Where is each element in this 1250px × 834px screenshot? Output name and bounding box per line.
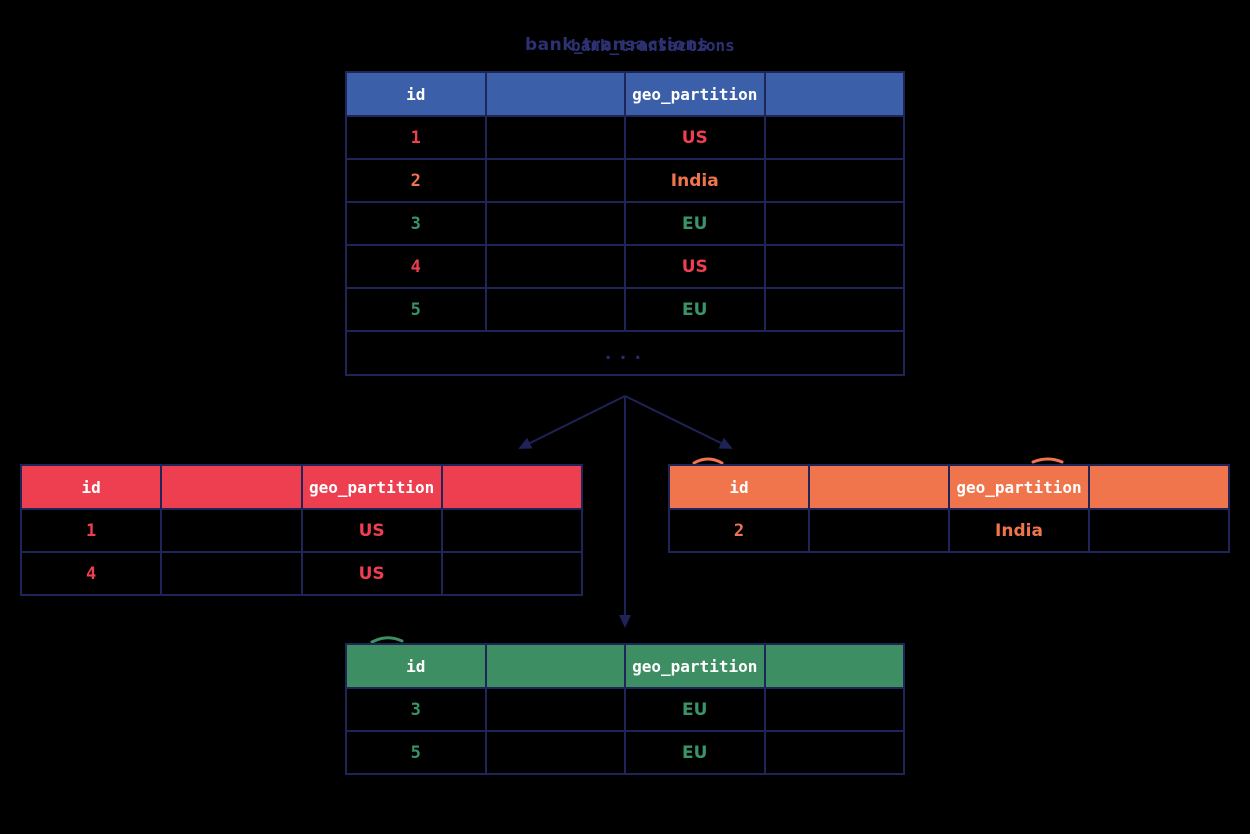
cell-empty	[484, 201, 626, 246]
cell-empty	[763, 244, 905, 289]
cell-geo-partition: US	[624, 115, 766, 160]
column-header-empty	[440, 464, 584, 510]
cell-empty	[763, 158, 905, 203]
cell-geo-partition: US	[300, 551, 443, 596]
green-arc-artifact-icon	[370, 636, 404, 644]
cell-id: 2	[668, 508, 810, 553]
cell-empty	[808, 508, 950, 553]
table-row: 1 US	[345, 115, 905, 160]
table-title-overlay-text: bank_transactions	[571, 36, 735, 55]
column-header-id: id	[19, 464, 163, 510]
column-header-empty	[160, 464, 303, 510]
cell-empty	[160, 508, 303, 553]
cell-empty	[763, 730, 905, 775]
table-row: 5 EU	[345, 730, 905, 775]
cell-id: 2	[345, 158, 487, 203]
cell-empty	[440, 551, 584, 596]
cell-empty	[484, 158, 626, 203]
cell-id: 1	[19, 508, 163, 553]
column-header-id: id	[345, 643, 487, 689]
column-header-geo-partition: geo_partition	[948, 464, 1090, 510]
table-row: 1 US	[19, 508, 584, 553]
cell-empty	[484, 730, 626, 775]
column-header-empty	[808, 464, 950, 510]
table-title-text: bank_transactions	[525, 35, 709, 55]
cell-id: 4	[345, 244, 487, 289]
cell-empty	[484, 115, 626, 160]
cell-empty	[763, 687, 905, 732]
cell-id: 5	[345, 730, 487, 775]
column-header-id: id	[345, 71, 487, 117]
arrow-to-india-partition	[624, 395, 733, 449]
column-header-empty	[1088, 464, 1230, 510]
india-partition-table: id geo_partition 2 India	[668, 464, 1230, 553]
diagram-title: bank_transactions bank_transactions	[0, 30, 1250, 62]
cell-geo-partition: US	[624, 244, 766, 289]
header-row: id geo_partition	[668, 464, 1230, 510]
cell-empty	[440, 508, 584, 553]
arrow-to-us-partition	[518, 395, 626, 449]
orange-arc-artifact-icon	[692, 457, 724, 465]
table-row: 4 US	[19, 551, 584, 596]
column-header-geo-partition: geo_partition	[624, 71, 766, 117]
cell-geo-partition: India	[948, 508, 1090, 553]
us-partition-table: id geo_partition 1 US 4 US	[19, 464, 584, 596]
main-table: id geo_partition 1 US 2 India 3	[345, 71, 905, 376]
cell-empty	[160, 551, 303, 596]
cell-id: 1	[345, 115, 487, 160]
orange-arc-artifact-icon	[1031, 457, 1064, 464]
table-row: 3 EU	[345, 687, 905, 732]
table-row: 2 India	[668, 508, 1230, 553]
eu-partition-table: id geo_partition 3 EU 5 EU	[345, 643, 905, 775]
cell-geo-partition: EU	[624, 287, 766, 332]
table-row: 3 EU	[345, 201, 905, 246]
cell-empty	[1088, 508, 1230, 553]
cell-empty	[763, 115, 905, 160]
header-row: id geo_partition	[345, 71, 905, 117]
column-header-geo-partition: geo_partition	[624, 643, 766, 689]
cell-empty	[763, 201, 905, 246]
cell-geo-partition: India	[624, 158, 766, 203]
table-row: 5 EU	[345, 287, 905, 332]
cell-id: 3	[345, 201, 487, 246]
column-header-empty	[763, 643, 905, 689]
column-header-empty	[763, 71, 905, 117]
table-row: 4 US	[345, 244, 905, 289]
cell-id: 4	[19, 551, 163, 596]
cell-geo-partition: EU	[624, 201, 766, 246]
cell-id: 3	[345, 687, 487, 732]
cell-geo-partition: EU	[624, 687, 766, 732]
cell-empty	[484, 287, 626, 332]
column-header-empty	[484, 643, 626, 689]
cell-geo-partition: EU	[624, 730, 766, 775]
cell-empty	[484, 244, 626, 289]
header-row: id geo_partition	[19, 464, 584, 510]
cell-empty	[484, 687, 626, 732]
table-row: 2 India	[345, 158, 905, 203]
column-header-id: id	[668, 464, 810, 510]
cell-geo-partition: US	[300, 508, 443, 553]
ellipsis-cell: ...	[345, 330, 905, 376]
column-header-empty	[484, 71, 626, 117]
column-header-geo-partition: geo_partition	[300, 464, 443, 510]
cell-empty	[763, 287, 905, 332]
cell-id: 5	[345, 287, 487, 332]
ellipsis-row: ...	[345, 330, 905, 376]
header-row: id geo_partition	[345, 643, 905, 689]
